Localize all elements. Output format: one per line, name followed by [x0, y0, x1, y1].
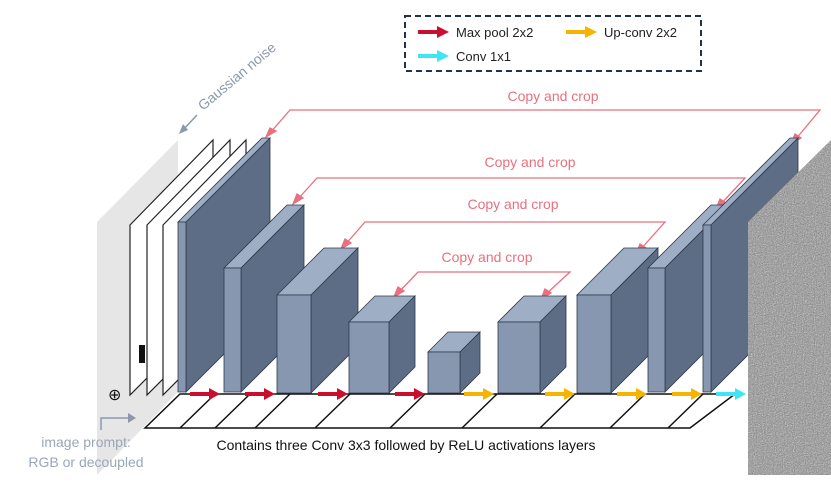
gaussian-noise-label: Gaussian noise: [195, 39, 279, 113]
block-front-face: [276, 294, 312, 394]
skip-connection-2: [296, 177, 747, 206]
add-symbol-icon: ⊕: [108, 385, 121, 404]
skip-label-1: Copy and crop: [507, 88, 598, 104]
network-blocks: [177, 137, 799, 394]
skip-labels: Copy and crop Copy and crop Copy and cro…: [441, 88, 598, 265]
skip-label-2: Copy and crop: [484, 154, 575, 170]
prompt-arrow-icon: [100, 413, 136, 430]
feature-block-3: [276, 247, 359, 394]
skip-label-4: Copy and crop: [441, 249, 532, 265]
legend-upconv: Up-conv 2x2: [566, 25, 677, 40]
red-arrow-icon: [418, 26, 449, 38]
conv1x1-arrow: [716, 388, 746, 400]
operation-arrows: [190, 388, 746, 400]
legend-label-conv1x1: Conv 1x1: [456, 49, 511, 64]
skip-connection-4: [397, 271, 572, 296]
block-front-face: [223, 267, 242, 393]
feature-block-7: [576, 247, 659, 394]
upconv-arrow-4: [672, 388, 702, 400]
image-prompt-line1: image prompt:: [41, 434, 130, 450]
block-front-face: [647, 267, 666, 393]
legend: Max pool 2x2 Up-conv 2x2 Conv 1x1: [404, 15, 702, 72]
legend-label-upconv: Up-conv 2x2: [604, 25, 677, 40]
yellow-arrow-icon: [566, 26, 597, 38]
base-platform: [143, 393, 738, 429]
upconv-arrow-3: [617, 388, 647, 400]
block-front-face: [497, 321, 541, 394]
upconv-arrow-2: [545, 388, 575, 400]
arrow-down-left-icon: [179, 124, 188, 134]
block-front-face: [348, 321, 390, 394]
maxpool-arrow-3: [318, 388, 348, 400]
skip-connection-3: [344, 221, 667, 251]
gaussian-noise-callout: Gaussian noise: [179, 39, 279, 134]
feature-block-4: [348, 295, 416, 394]
maxpool-arrow-4: [395, 388, 425, 400]
block-front-face: [576, 294, 612, 394]
legend-conv1x1: Conv 1x1: [418, 49, 511, 64]
caption: Contains three Conv 3x3 followed by ReLU…: [217, 437, 596, 453]
feature-block-2: [223, 204, 305, 393]
block-front-face: [427, 351, 461, 394]
legend-label-maxpool: Max pool 2x2: [456, 25, 533, 40]
upconv-arrow-1: [464, 388, 494, 400]
cyan-arrow-icon: [418, 50, 449, 62]
feature-block-6: [497, 295, 567, 394]
maxpool-arrow-1: [190, 388, 220, 400]
skip-connection-1: [269, 109, 822, 141]
block-front-face: [702, 224, 712, 393]
feature-block-5: [427, 331, 481, 394]
image-prompt-line2: RGB or decoupled: [28, 454, 143, 470]
maxpool-arrow-2: [245, 388, 275, 400]
block-front-face: [177, 221, 187, 393]
legend-maxpool: Max pool 2x2: [418, 25, 533, 40]
input-mark: [139, 345, 145, 363]
skip-label-3: Copy and crop: [467, 196, 558, 212]
legend-box: [404, 15, 702, 72]
